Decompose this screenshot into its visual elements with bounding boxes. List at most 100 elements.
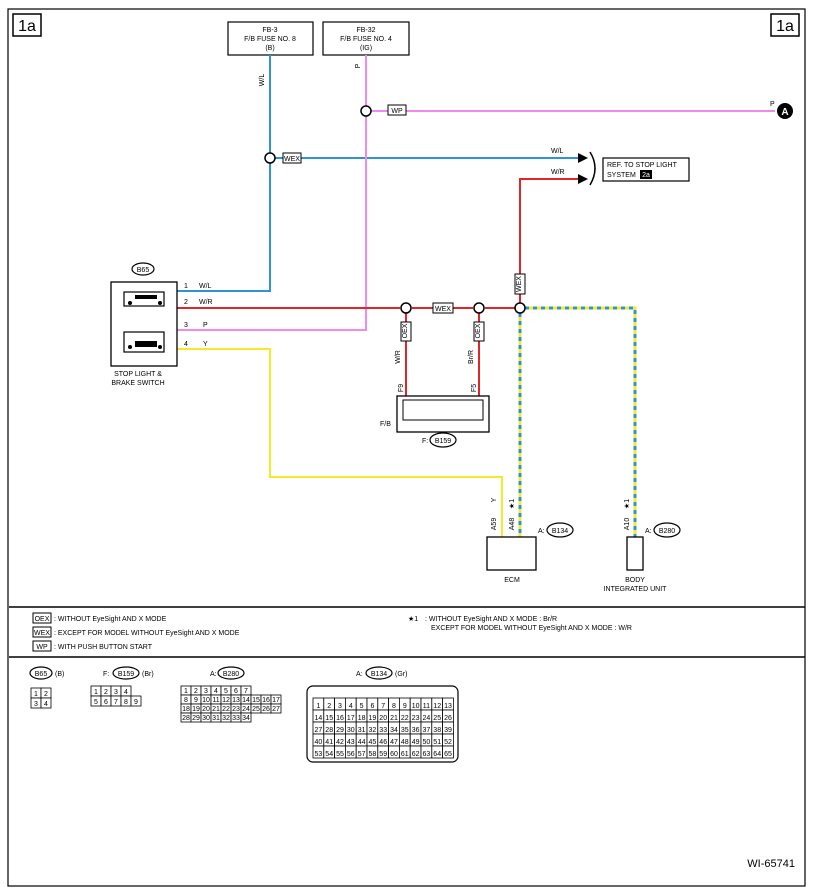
pin-number: 18	[182, 706, 190, 713]
pin-number: 33	[232, 715, 240, 722]
wire-label-y-ecm: Y	[491, 497, 498, 502]
page-frame	[7, 8, 806, 887]
pin-number: 9	[194, 697, 198, 704]
pin-cell	[270, 703, 282, 714]
b159-prefix: F:	[103, 671, 109, 678]
pin-number: 56	[347, 751, 355, 758]
pin-number: 42	[336, 739, 344, 746]
stop-light-switch	[110, 281, 178, 367]
switch-pin-1: 1	[184, 283, 188, 290]
biu-conn-prefix: A:	[645, 528, 652, 535]
b65-id: B65	[35, 671, 48, 678]
junction-wr-1	[400, 302, 412, 314]
biu-label-2: INTEGRATED UNIT	[604, 586, 668, 593]
legend-text-oex: : WITHOUT EyeSight AND X MODE	[54, 616, 167, 623]
legend-star-line2: EXCEPT FOR MODEL WITHOUT EyeSight AND X …	[431, 625, 632, 632]
wire-label-wr-f9: W/R	[395, 350, 402, 364]
pin-number: 19	[369, 715, 377, 722]
pin-number: 14	[315, 715, 323, 722]
ecm-pin-a59: A59	[491, 518, 498, 531]
pin-number: 37	[423, 727, 431, 734]
pin-number: 38	[433, 727, 441, 734]
pin-number: 34	[390, 727, 398, 734]
fuse-2-code: FB-32	[356, 27, 375, 34]
page-label-left: 1a	[18, 18, 36, 35]
b280-id: B280	[223, 671, 239, 678]
biu-pin-a10: A10	[624, 518, 631, 531]
ref-line1: REF. TO STOP LIGHT	[607, 162, 678, 169]
pin-number: 10	[202, 697, 210, 704]
pin-number: 39	[444, 727, 452, 734]
pin-number: 31	[212, 715, 220, 722]
pin-number: 52	[444, 739, 452, 746]
pin-number: 25	[433, 715, 441, 722]
pin-number: 11	[423, 703, 430, 710]
pin-number: 30	[347, 727, 355, 734]
pin-number: 20	[202, 706, 210, 713]
fuse-block	[396, 395, 490, 433]
tag-wex-vertical: WEX	[516, 276, 523, 292]
wire-p	[177, 55, 367, 331]
pin-number: 6	[104, 699, 108, 706]
wire-label-wl-right: W/L	[551, 148, 564, 155]
pin-number: 29	[192, 715, 200, 722]
pin-number: 12	[222, 697, 230, 704]
fb-pin-f5: F5	[471, 384, 478, 392]
pin-number: 16	[262, 697, 270, 704]
pin-number: 24	[242, 706, 250, 713]
pin-number: 33	[379, 727, 387, 734]
wire-label-p-vert: P	[355, 63, 362, 68]
b134-prefix: A:	[356, 671, 363, 678]
biu-label-1: BODY	[625, 577, 645, 584]
pin-number: 3	[114, 689, 118, 696]
ref-line2: SYSTEM	[607, 172, 636, 179]
b280-prefix: A:	[210, 671, 217, 678]
junction-wl	[264, 152, 276, 164]
wire-label-wr-right: W/R	[551, 169, 565, 176]
wire-y	[177, 348, 503, 537]
pin-number: 23	[412, 715, 420, 722]
pin-number: 21	[212, 706, 220, 713]
pin-number: 41	[325, 739, 333, 746]
pin-number: 58	[369, 751, 377, 758]
pin-number: 55	[336, 751, 344, 758]
pin-cell	[442, 745, 454, 759]
fuse-2-name: F/B FUSE NO. 4	[340, 36, 392, 43]
pin-number: 31	[358, 727, 366, 734]
pin-number: 35	[401, 727, 409, 734]
pin-number: 54	[325, 751, 333, 758]
junction-wr-2	[473, 302, 485, 314]
b134-suffix: (Gr)	[395, 671, 407, 678]
tag-oex-1: OEX	[402, 323, 409, 338]
pin-number: 61	[401, 751, 409, 758]
b159-id: B159	[118, 671, 134, 678]
pin-number: 9	[403, 703, 407, 710]
pin-number: 1	[34, 691, 38, 698]
pin-number: 25	[252, 706, 260, 713]
b134-id: B134	[371, 671, 387, 678]
connector-a-label: A	[781, 107, 788, 118]
pin-number: 12	[433, 703, 441, 710]
pin-number: 64	[433, 751, 441, 758]
legend-tag-wp: WP	[36, 644, 48, 651]
junction-wr-3	[514, 302, 526, 314]
pin-number: 7	[114, 699, 118, 706]
pin-number: 32	[222, 715, 230, 722]
pin-number: 17	[347, 715, 355, 722]
pin-number: 22	[401, 715, 409, 722]
pin-number: 26	[444, 715, 452, 722]
pin-number: 28	[182, 715, 190, 722]
pin-number: 16	[336, 715, 344, 722]
pin-number: 1	[94, 689, 98, 696]
fuse-box-2	[322, 21, 410, 56]
pin-number: 2	[194, 688, 198, 695]
wires	[177, 55, 775, 537]
pin-number: 60	[390, 751, 398, 758]
pin-number: 20	[379, 715, 387, 722]
fb-pin-f9: F9	[398, 384, 405, 392]
